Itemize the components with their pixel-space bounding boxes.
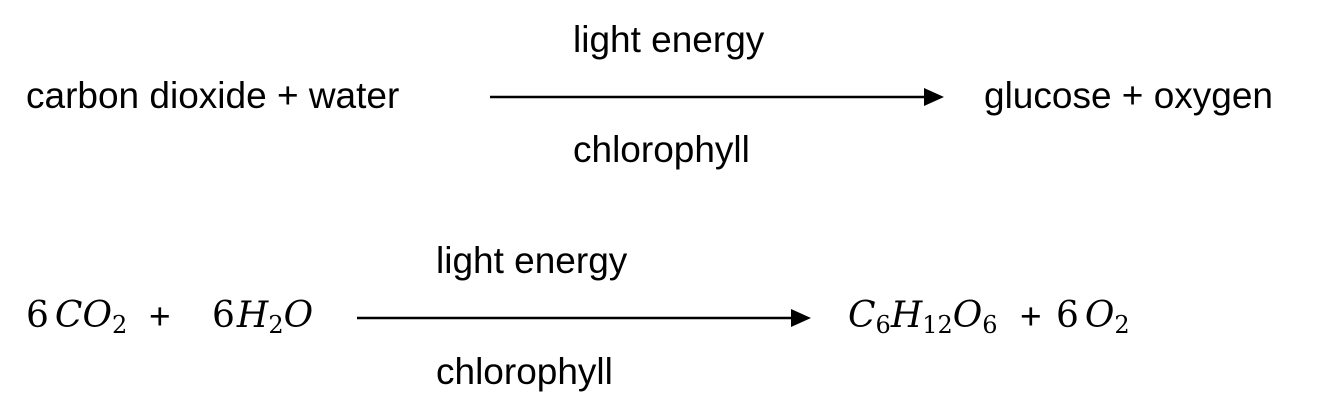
reactant-1-coefficient: 6 bbox=[26, 295, 49, 336]
reactant-2-subscript-0: 2 bbox=[268, 311, 284, 339]
product-glucose: C6H12O6 bbox=[848, 295, 998, 338]
reactant-water: 6 H2O bbox=[212, 295, 314, 338]
product-1-element-1: H bbox=[890, 295, 923, 336]
plus-sign-1: + bbox=[149, 296, 171, 337]
reactant-1-subscript-1: 2 bbox=[111, 311, 128, 339]
plus-sign-2: + bbox=[1020, 296, 1042, 337]
reactant-carbon-dioxide: 6 CO2 bbox=[26, 295, 127, 338]
reactant-1-formula: CO2 bbox=[54, 295, 127, 338]
product-2-element-0: O bbox=[1084, 295, 1115, 336]
symbol-condition-below: chlorophyll bbox=[436, 351, 613, 392]
reactant-2-element-0: H bbox=[236, 295, 269, 336]
product-oxygen: 6 O2 bbox=[1056, 295, 1130, 338]
product-1-formula: C6H12O6 bbox=[848, 295, 998, 338]
product-1-subscript-0: 6 bbox=[875, 311, 891, 339]
symbol-condition-above: light energy bbox=[436, 240, 628, 281]
symbol-reaction-arrow bbox=[357, 309, 811, 327]
product-2-subscript-0: 2 bbox=[1114, 311, 1130, 339]
product-1-element-2: O bbox=[952, 295, 983, 336]
reactant-2-element-1: O bbox=[283, 295, 314, 336]
product-1-subscript-2: 6 bbox=[982, 311, 998, 339]
word-reactants: carbon dioxide + water bbox=[26, 75, 400, 116]
word-condition-above: light energy bbox=[573, 19, 765, 60]
product-2-formula: O2 bbox=[1084, 295, 1130, 338]
reactant-1-element-1: O bbox=[82, 295, 112, 336]
reactant-1-element-0: C bbox=[54, 295, 83, 336]
product-1-subscript-1: 12 bbox=[922, 311, 953, 339]
product-2-coefficient: 6 bbox=[1056, 295, 1079, 336]
word-condition-below: chlorophyll bbox=[573, 129, 750, 170]
product-1-element-0: C bbox=[848, 295, 876, 336]
reactant-2-coefficient: 6 bbox=[212, 295, 235, 336]
word-reaction-arrow bbox=[490, 88, 944, 106]
reactant-2-formula: H2O bbox=[236, 295, 314, 338]
word-products: glucose + oxygen bbox=[984, 75, 1274, 116]
